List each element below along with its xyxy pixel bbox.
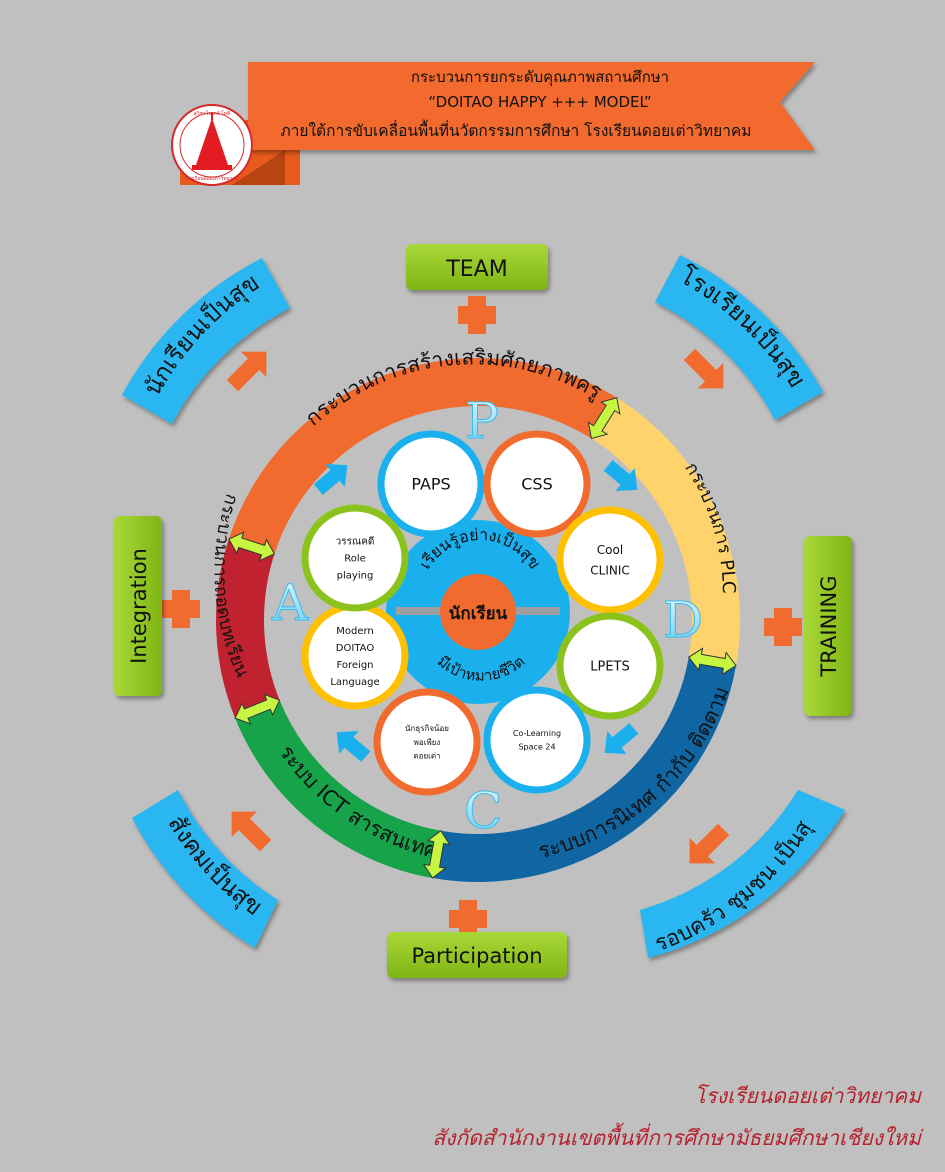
ring-segment-2 [432, 657, 737, 882]
plus-icon [449, 900, 487, 938]
school-logo: สุวิชาโน ภวํ โหติ โรงเรียนดอยเต่าวิทยาคม [171, 104, 253, 186]
project-circle: PAPS [377, 430, 485, 538]
project-circle-label: CLINIC [590, 563, 630, 577]
ring-segment-1 [591, 397, 740, 666]
participation-box[interactable]: Participation [387, 932, 567, 978]
arrow-up-left-icon [336, 730, 371, 762]
arrow-down-right-icon [683, 348, 724, 389]
project-circle-label: พอเพียง [414, 738, 441, 747]
outer-arrows [226, 348, 730, 864]
project-circle-label: วรรณคดี [336, 536, 375, 548]
plus-icon [458, 296, 496, 334]
banner-bottom-right [640, 790, 845, 958]
logo-top-text: สุวิชาโน ภวํ โหติ [194, 110, 231, 117]
ring-segment-0 [228, 358, 617, 554]
project-circle-label: DOITAO [336, 643, 375, 654]
project-circle-label: playing [337, 571, 374, 582]
hub-core-label: นักเรียน [449, 603, 508, 624]
footer-affiliation: สังกัดสำนักงานเขตพื้นที่การศึกษามัธยมศึก… [432, 1126, 921, 1150]
project-circle-label: Co-Learning [513, 729, 561, 738]
header-banner: กระบวนการยกระดับคุณภาพสถานศึกษา “DOITAO … [171, 62, 815, 186]
pdca-letters: P D C A [270, 392, 703, 841]
integration-box[interactable]: Integration [114, 516, 162, 696]
double-arrow-icon [587, 397, 621, 440]
training-box[interactable]: TRAINING [804, 536, 852, 716]
hub-core [440, 574, 516, 650]
header-line-3: ภายใต้การขับเคลื่อนพื้นที่นวัตกรรมการศึก… [280, 119, 751, 140]
ring-segment-3 [235, 700, 441, 879]
double-arrow-icon [228, 531, 276, 562]
training-label: TRAINING [817, 575, 841, 677]
team-box[interactable]: TEAM [406, 244, 548, 290]
double-arrows [228, 397, 737, 879]
double-arrow-icon [234, 693, 281, 725]
participation-label: Participation [411, 944, 542, 968]
logo-bottom-text: โรงเรียนดอยเต่าวิทยาคม [185, 175, 239, 182]
ring-segment-4 [216, 539, 280, 719]
double-arrow-icon [688, 647, 737, 676]
footer-school-name: โรงเรียนดอยเต่าวิทยาคม [694, 1084, 921, 1108]
project-circle-label: Role [344, 554, 366, 565]
team-label: TEAM [445, 257, 507, 282]
arrow-up-right-icon [313, 463, 348, 495]
letter-a: A [271, 574, 309, 632]
banner-ribbon [248, 62, 815, 150]
banner-fold-shadow [232, 150, 285, 185]
project-circle-label: LPETS [590, 660, 630, 675]
project-circle-label: Space 24 [518, 743, 555, 752]
header-line-2: “DOITAO HAPPY +++ MODEL” [428, 93, 651, 111]
banner-top-left [122, 258, 290, 424]
header-line-1: กระบวนการยกระดับคุณภาพสถานศึกษา [411, 68, 669, 87]
inner-arrows [313, 460, 639, 762]
project-circle-label: ดอยเต่า [413, 751, 440, 760]
integration-label: Integration [127, 548, 151, 664]
project-circle: วรรณคดี Role playing [301, 504, 409, 612]
letter-p: P [465, 392, 499, 450]
project-circle-label: Cool [597, 543, 623, 557]
arrow-down-left-icon [689, 823, 730, 864]
banner-bottom-left [132, 790, 278, 948]
cross-connectors [162, 296, 802, 938]
arrow-up-right-icon [226, 351, 267, 392]
arrow-up-left-icon [231, 811, 272, 852]
side-boxes: TEAM Participation Integration TRAINING [114, 244, 852, 978]
project-circle-label: CSS [521, 475, 552, 494]
project-circle-label: Foreign [336, 660, 373, 671]
project-circle-label: Language [330, 677, 379, 688]
project-circle-label: PAPS [411, 475, 450, 494]
plus-icon [162, 590, 200, 628]
plus-icon [764, 608, 802, 646]
center-hub: นักเรียน เรียนรู้อย่างเป็นสุข มีเป้าหมาย… [386, 520, 570, 704]
arrow-down-right-icon [603, 460, 638, 492]
pagoda-icon [196, 118, 228, 165]
letter-d: D [663, 591, 703, 649]
letter-c: C [464, 782, 502, 840]
arrow-down-left-icon [604, 723, 639, 755]
project-circle: LPETS [556, 612, 664, 720]
project-circle-label: นักธุรกิจน้อย [405, 724, 449, 733]
project-circle: CSS [483, 430, 591, 538]
double-arrow-icon [422, 830, 451, 879]
project-circle-label: Modern [336, 626, 374, 637]
banner-top-right [655, 255, 823, 420]
